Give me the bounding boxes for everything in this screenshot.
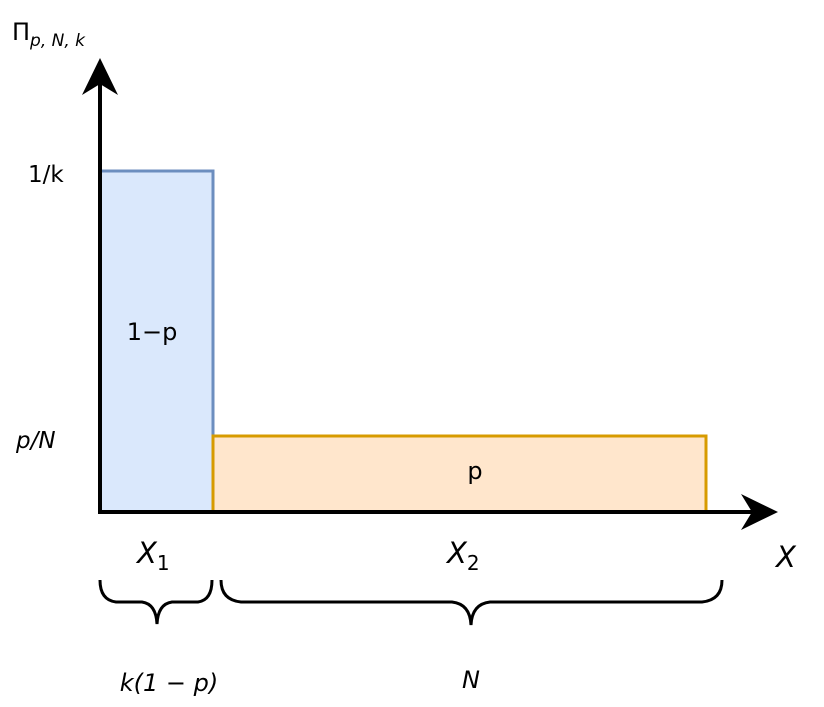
y-tick-low-label: p/N xyxy=(15,428,56,454)
region-x1-label: 1−p xyxy=(127,318,178,346)
x-axis-arrowhead xyxy=(741,494,778,530)
segment-x1-label: X1 xyxy=(135,536,170,575)
brace-x2 xyxy=(219,579,724,626)
y-tick-high-label: 1/k xyxy=(28,162,64,188)
region-x1-box xyxy=(98,169,215,514)
y-axis-title: Πp, N, k xyxy=(12,18,86,51)
segment-x1-sub: 1 xyxy=(157,551,170,575)
segment-x1-base: X xyxy=(135,536,158,570)
region-x2-box xyxy=(211,434,708,514)
segment-x2-label: X2 xyxy=(445,536,480,575)
brace-x1 xyxy=(98,579,214,625)
segment-x1-width-label: k(1 − p) xyxy=(120,669,219,697)
segment-x2-sub: 2 xyxy=(467,551,480,575)
y-axis-title-sub: p, N, k xyxy=(29,31,86,51)
segment-x2-width-label: N xyxy=(462,666,480,694)
y-axis-arrowhead xyxy=(82,58,118,95)
segment-x2-base: X xyxy=(445,536,468,570)
y-axis-title-main: Π xyxy=(12,18,30,46)
region-x2-label: p xyxy=(467,457,482,485)
x-axis-title: X xyxy=(774,540,797,574)
